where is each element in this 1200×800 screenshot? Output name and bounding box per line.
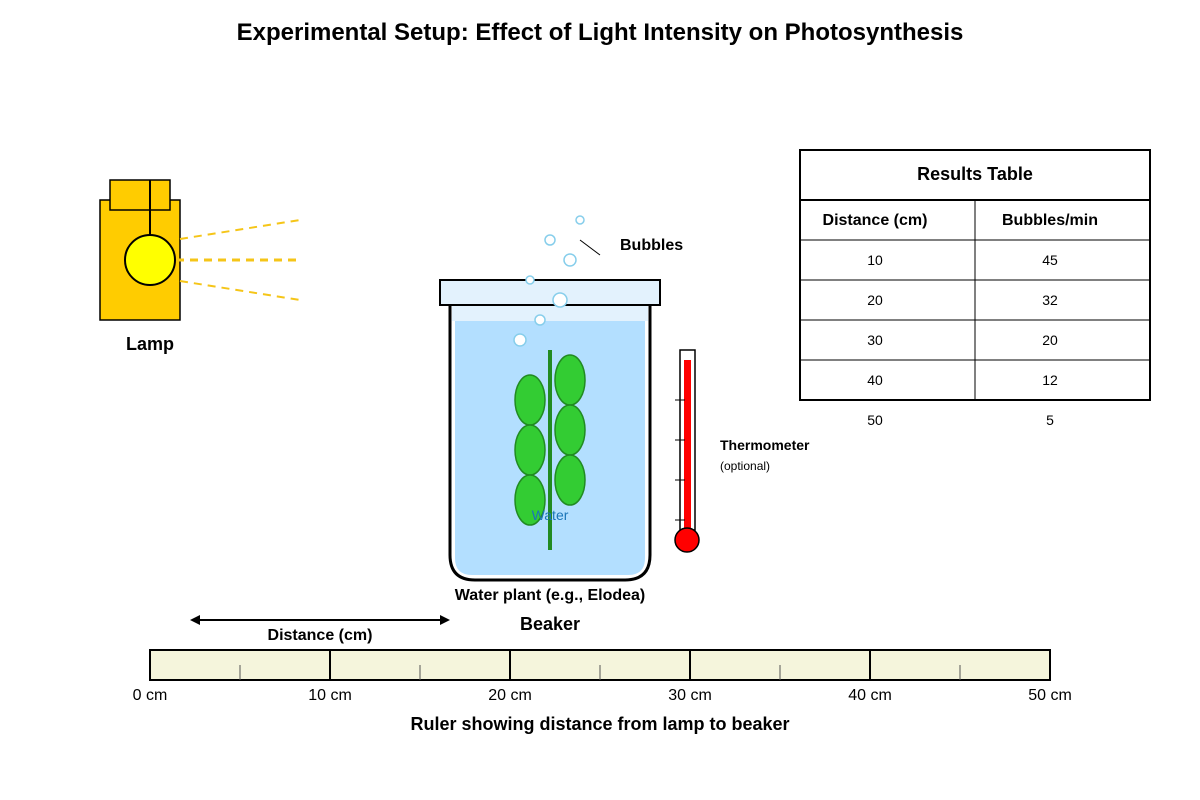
table-header-distance: Distance (cm) [823, 212, 928, 229]
bubbles-label: Bubbles [620, 237, 683, 254]
bubble [513, 333, 527, 347]
table-cell-bubbles: 12 [1042, 372, 1058, 388]
lamp-cap [109, 179, 171, 211]
bubble [575, 215, 585, 225]
plant-label: Water plant (e.g., Elodea) [455, 587, 646, 604]
table-cell-distance: 20 [867, 292, 883, 308]
oxygen-bubbles [513, 215, 585, 347]
water-label: Water [532, 507, 569, 523]
lamp-bulb [124, 234, 176, 286]
table-cell-distance: 10 [867, 252, 883, 268]
table-cell-distance: 30 [867, 332, 883, 348]
table-cell-bubbles: 32 [1042, 292, 1058, 308]
ruler-tick-label: 0 cm [133, 687, 168, 704]
table-cell-bubbles: 45 [1042, 252, 1058, 268]
bubbles-pointer [579, 239, 601, 256]
thermometer-bulb [674, 527, 700, 553]
beaker-lid [439, 279, 661, 306]
leaf [514, 474, 546, 526]
leaf [554, 404, 586, 456]
table-row: 20 32 [867, 292, 1058, 308]
thermometer-label: Thermometer [720, 437, 810, 453]
table-cell-bubbles: 20 [1042, 332, 1058, 348]
light-rays [176, 219, 301, 301]
beaker-label: Beaker [520, 614, 580, 634]
ruler [149, 649, 1051, 681]
lamp-label: Lamp [126, 334, 174, 354]
results-table: Results Table Distance (cm) Bubbles/min … [799, 149, 1151, 428]
leaf [554, 454, 586, 506]
light-ray-upper [179, 219, 301, 240]
ruler-tick-label: 30 cm [668, 687, 712, 704]
ruler-tick-labels: 0 cm 10 cm 20 cm 30 cm 40 cm 50 cm [133, 687, 1072, 704]
thermometer-note: (optional) [720, 459, 770, 473]
lamp [99, 179, 181, 321]
table-row: 10 45 [867, 252, 1058, 268]
light-ray-lower [179, 280, 301, 301]
table-row: 40 12 [867, 372, 1058, 388]
leaf [514, 374, 546, 426]
results-table-title: Results Table [917, 164, 1033, 184]
water-surface [452, 305, 648, 321]
table-row: 50 5 [867, 412, 1054, 428]
table-cell-bubbles: 5 [1046, 412, 1054, 428]
bubble [552, 292, 568, 308]
water-plant [514, 350, 586, 550]
ruler-caption: Ruler showing distance from lamp to beak… [410, 714, 789, 734]
bubble [534, 314, 546, 326]
thermometer-fluid [684, 360, 691, 530]
thermometer [674, 349, 700, 553]
ruler-tick-label: 50 cm [1028, 687, 1072, 704]
arrow-head-left [190, 615, 200, 625]
bubble [563, 253, 577, 267]
leaf [554, 354, 586, 406]
leaf [514, 424, 546, 476]
bubble [544, 234, 556, 246]
table-cell-distance: 50 [867, 412, 883, 428]
bubble [525, 275, 535, 285]
table-row: 30 20 [867, 332, 1058, 348]
distance-arrow-label: Distance (cm) [268, 627, 373, 644]
ruler-tick-label: 40 cm [848, 687, 892, 704]
diagram-title: Experimental Setup: Effect of Light Inte… [237, 19, 964, 46]
ruler-tick-label: 20 cm [488, 687, 532, 704]
distance-arrow [190, 615, 450, 625]
beaker-outline [448, 300, 652, 582]
ruler-tick-label: 10 cm [308, 687, 352, 704]
table-header-bubbles: Bubbles/min [1002, 212, 1098, 229]
table-cell-distance: 40 [867, 372, 883, 388]
arrow-head-right [440, 615, 450, 625]
